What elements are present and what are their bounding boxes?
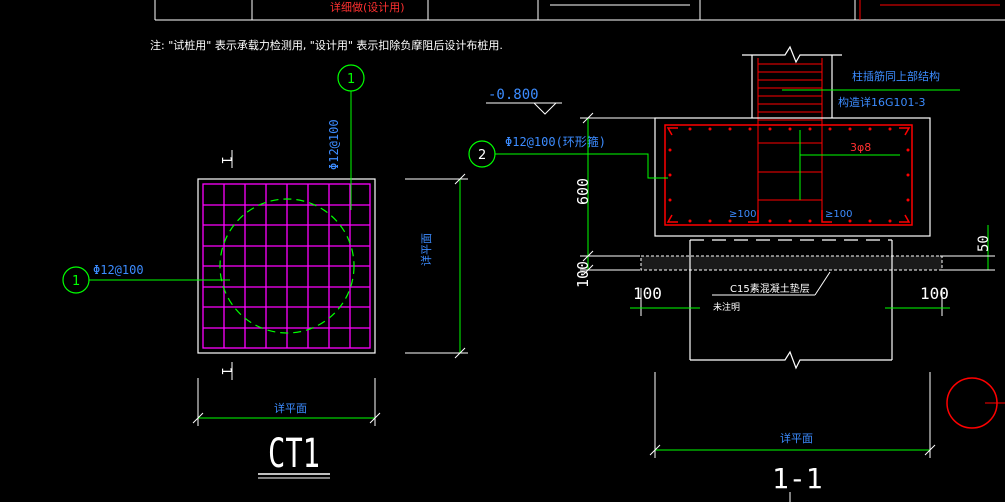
plan-pile-circle — [219, 198, 355, 334]
section-dim-left — [580, 112, 660, 276]
detail-bubble-1-left-label: 1 — [72, 274, 80, 289]
section-rebar-cage — [664, 124, 913, 226]
section-mark-bottom-label: 1 — [218, 367, 233, 375]
cushion-note: C15素混凝土垫层 — [730, 282, 810, 295]
column-note-line-2: 构造详16G101-3 — [838, 95, 925, 109]
title-table-cell-text: 详细做(设计用) — [330, 0, 405, 14]
section-dim-bottom-label: 详平面 — [780, 431, 813, 445]
section-view: 柱插筋同上部结构 构造详16G101-3 3φ8 ≥100 ≥100 -0.80… — [468, 45, 1005, 502]
stirrup-note: 3φ8 — [850, 141, 871, 154]
pile-note: 未注明 — [713, 301, 740, 313]
dim-100-right: 100 — [920, 284, 949, 303]
drawing-note: 注: "试桩用" 表示承载力检测用, "设计用" 表示扣除负摩阻后设计布桩用. — [150, 38, 503, 52]
section-rebar-dots — [668, 127, 910, 223]
level-symbol — [486, 102, 562, 115]
dim-100-left: 100 — [633, 284, 662, 303]
plan-dim-bottom — [192, 378, 381, 426]
hook-length-right: ≥100 — [825, 209, 852, 220]
dim-50: 50 — [976, 235, 992, 252]
section-pile — [689, 239, 893, 370]
level-label: -0.800 — [488, 87, 539, 103]
cushion-note-leader-diag — [814, 271, 831, 296]
section-cap-outline — [654, 117, 931, 237]
rebar-label-left: Φ12@100 — [93, 263, 144, 277]
plan-rebar-grid — [202, 183, 371, 349]
ring-rebar-leader — [495, 153, 668, 179]
hook-length-left: ≥100 — [729, 209, 756, 220]
dim-100-vertical: 100 — [574, 261, 592, 288]
detail-bubble-2-label: 2 — [478, 148, 486, 163]
rebar-label-top: Φ12@100 — [327, 119, 341, 170]
section-dim-bottom — [649, 372, 936, 458]
dim-600: 600 — [574, 178, 592, 205]
column-rebar-hatch — [757, 58, 823, 210]
column-note-line-1: 柱插筋同上部结构 — [852, 69, 940, 83]
ring-rebar-label: Φ12@100(环形箍) — [505, 134, 606, 149]
plan-view: 1 1 1 Φ12@100 1 Φ12@100 详平面 — [62, 64, 468, 479]
plan-dim-bottom-label: 详平面 — [274, 401, 307, 415]
plan-dim-right-label: 详平面 — [419, 233, 433, 266]
section-column — [742, 45, 842, 118]
section-dim-right — [940, 225, 995, 271]
detail-bubble-1-top-label: 1 — [347, 72, 355, 87]
section-title: 1-1 — [772, 462, 823, 495]
title-table — [154, 0, 1005, 21]
plan-title: CT1 — [268, 431, 320, 477]
plan-cap-outline — [197, 178, 376, 354]
plan-dim-right — [405, 173, 468, 359]
cushion-layer — [640, 255, 943, 271]
section-mark-top-label: 1 — [218, 156, 233, 164]
